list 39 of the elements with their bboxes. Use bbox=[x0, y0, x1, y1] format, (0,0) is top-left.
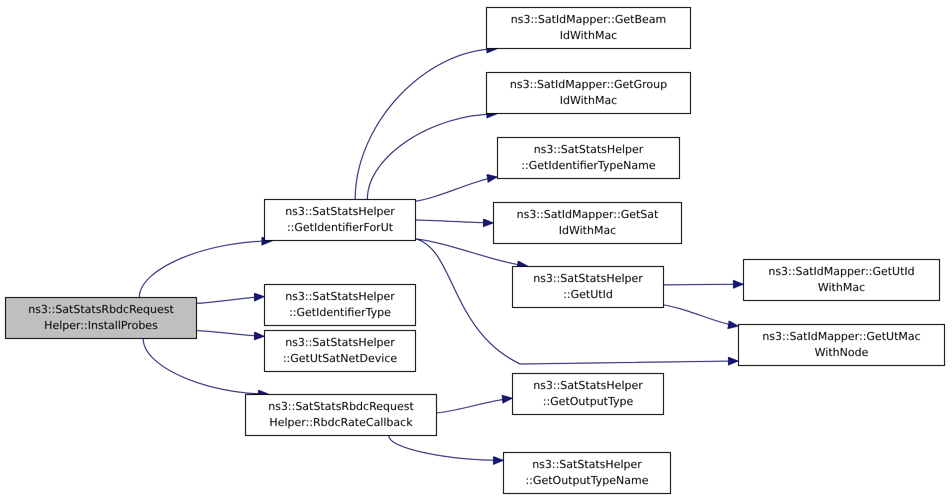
function-name: ns3::SatIdMapper::GetUtId WithMac bbox=[767, 264, 916, 296]
function-box bbox=[512, 266, 664, 308]
call-arrow bbox=[416, 238, 738, 366]
function-name: ns3::SatStatsHelper ::GetUtSatNetDevice bbox=[282, 335, 398, 367]
call-arrow bbox=[416, 174, 498, 202]
call-arrow bbox=[416, 238, 528, 269]
call-arrow bbox=[664, 280, 744, 289]
call-arrow bbox=[196, 330, 264, 340]
function-box bbox=[264, 199, 416, 241]
function-name: ns3::SatIdMapper::GetSat IdWithMac bbox=[516, 207, 660, 239]
function-name: ns3::SatStatsHelper ::GetIdentifierForUt bbox=[284, 204, 396, 236]
function-name: ns3::SatIdMapper::GetGroup IdWithMac bbox=[508, 77, 668, 109]
function-name: ns3::SatStatsHelper ::GetOutputType bbox=[532, 378, 644, 410]
function-box bbox=[5, 297, 197, 339]
function-box bbox=[486, 72, 691, 114]
call-arrow bbox=[196, 292, 264, 304]
call-arrow bbox=[388, 436, 504, 465]
call-arrow bbox=[138, 236, 272, 298]
function-box bbox=[743, 259, 940, 301]
function-box bbox=[486, 7, 691, 49]
function-name: ns3::SatIdMapper::GetUtMac WithNode bbox=[761, 329, 922, 361]
function-box bbox=[493, 202, 682, 244]
function-name: ns3::SatStatsHelper ::GetOutputTypeName bbox=[524, 457, 650, 489]
call-arrow bbox=[664, 304, 738, 329]
function-name: ns3::SatStatsRbdcRequest Helper::RbdcRateCallback bbox=[267, 399, 415, 431]
function-name: ns3::SatStatsHelper ::GetUtId bbox=[532, 271, 644, 303]
function-name: ns3::SatStatsHelper ::GetIdentifierTypeName bbox=[520, 142, 657, 174]
call-arrow bbox=[436, 394, 512, 414]
function-box bbox=[503, 452, 671, 494]
function-name: ns3::SatStatsHelper ::GetIdentifierType bbox=[284, 289, 396, 321]
function-box bbox=[738, 324, 945, 366]
function-box bbox=[264, 284, 416, 326]
call-arrow bbox=[416, 218, 494, 228]
function-name: ns3::SatIdMapper::GetBeam IdWithMac bbox=[510, 12, 668, 44]
function-box bbox=[512, 373, 664, 415]
function-box bbox=[264, 330, 416, 372]
function-box bbox=[245, 394, 437, 436]
function-box bbox=[497, 137, 680, 179]
function-name: ns3::SatStatsRbdcRequest Helper::InstallProbes bbox=[27, 302, 175, 334]
